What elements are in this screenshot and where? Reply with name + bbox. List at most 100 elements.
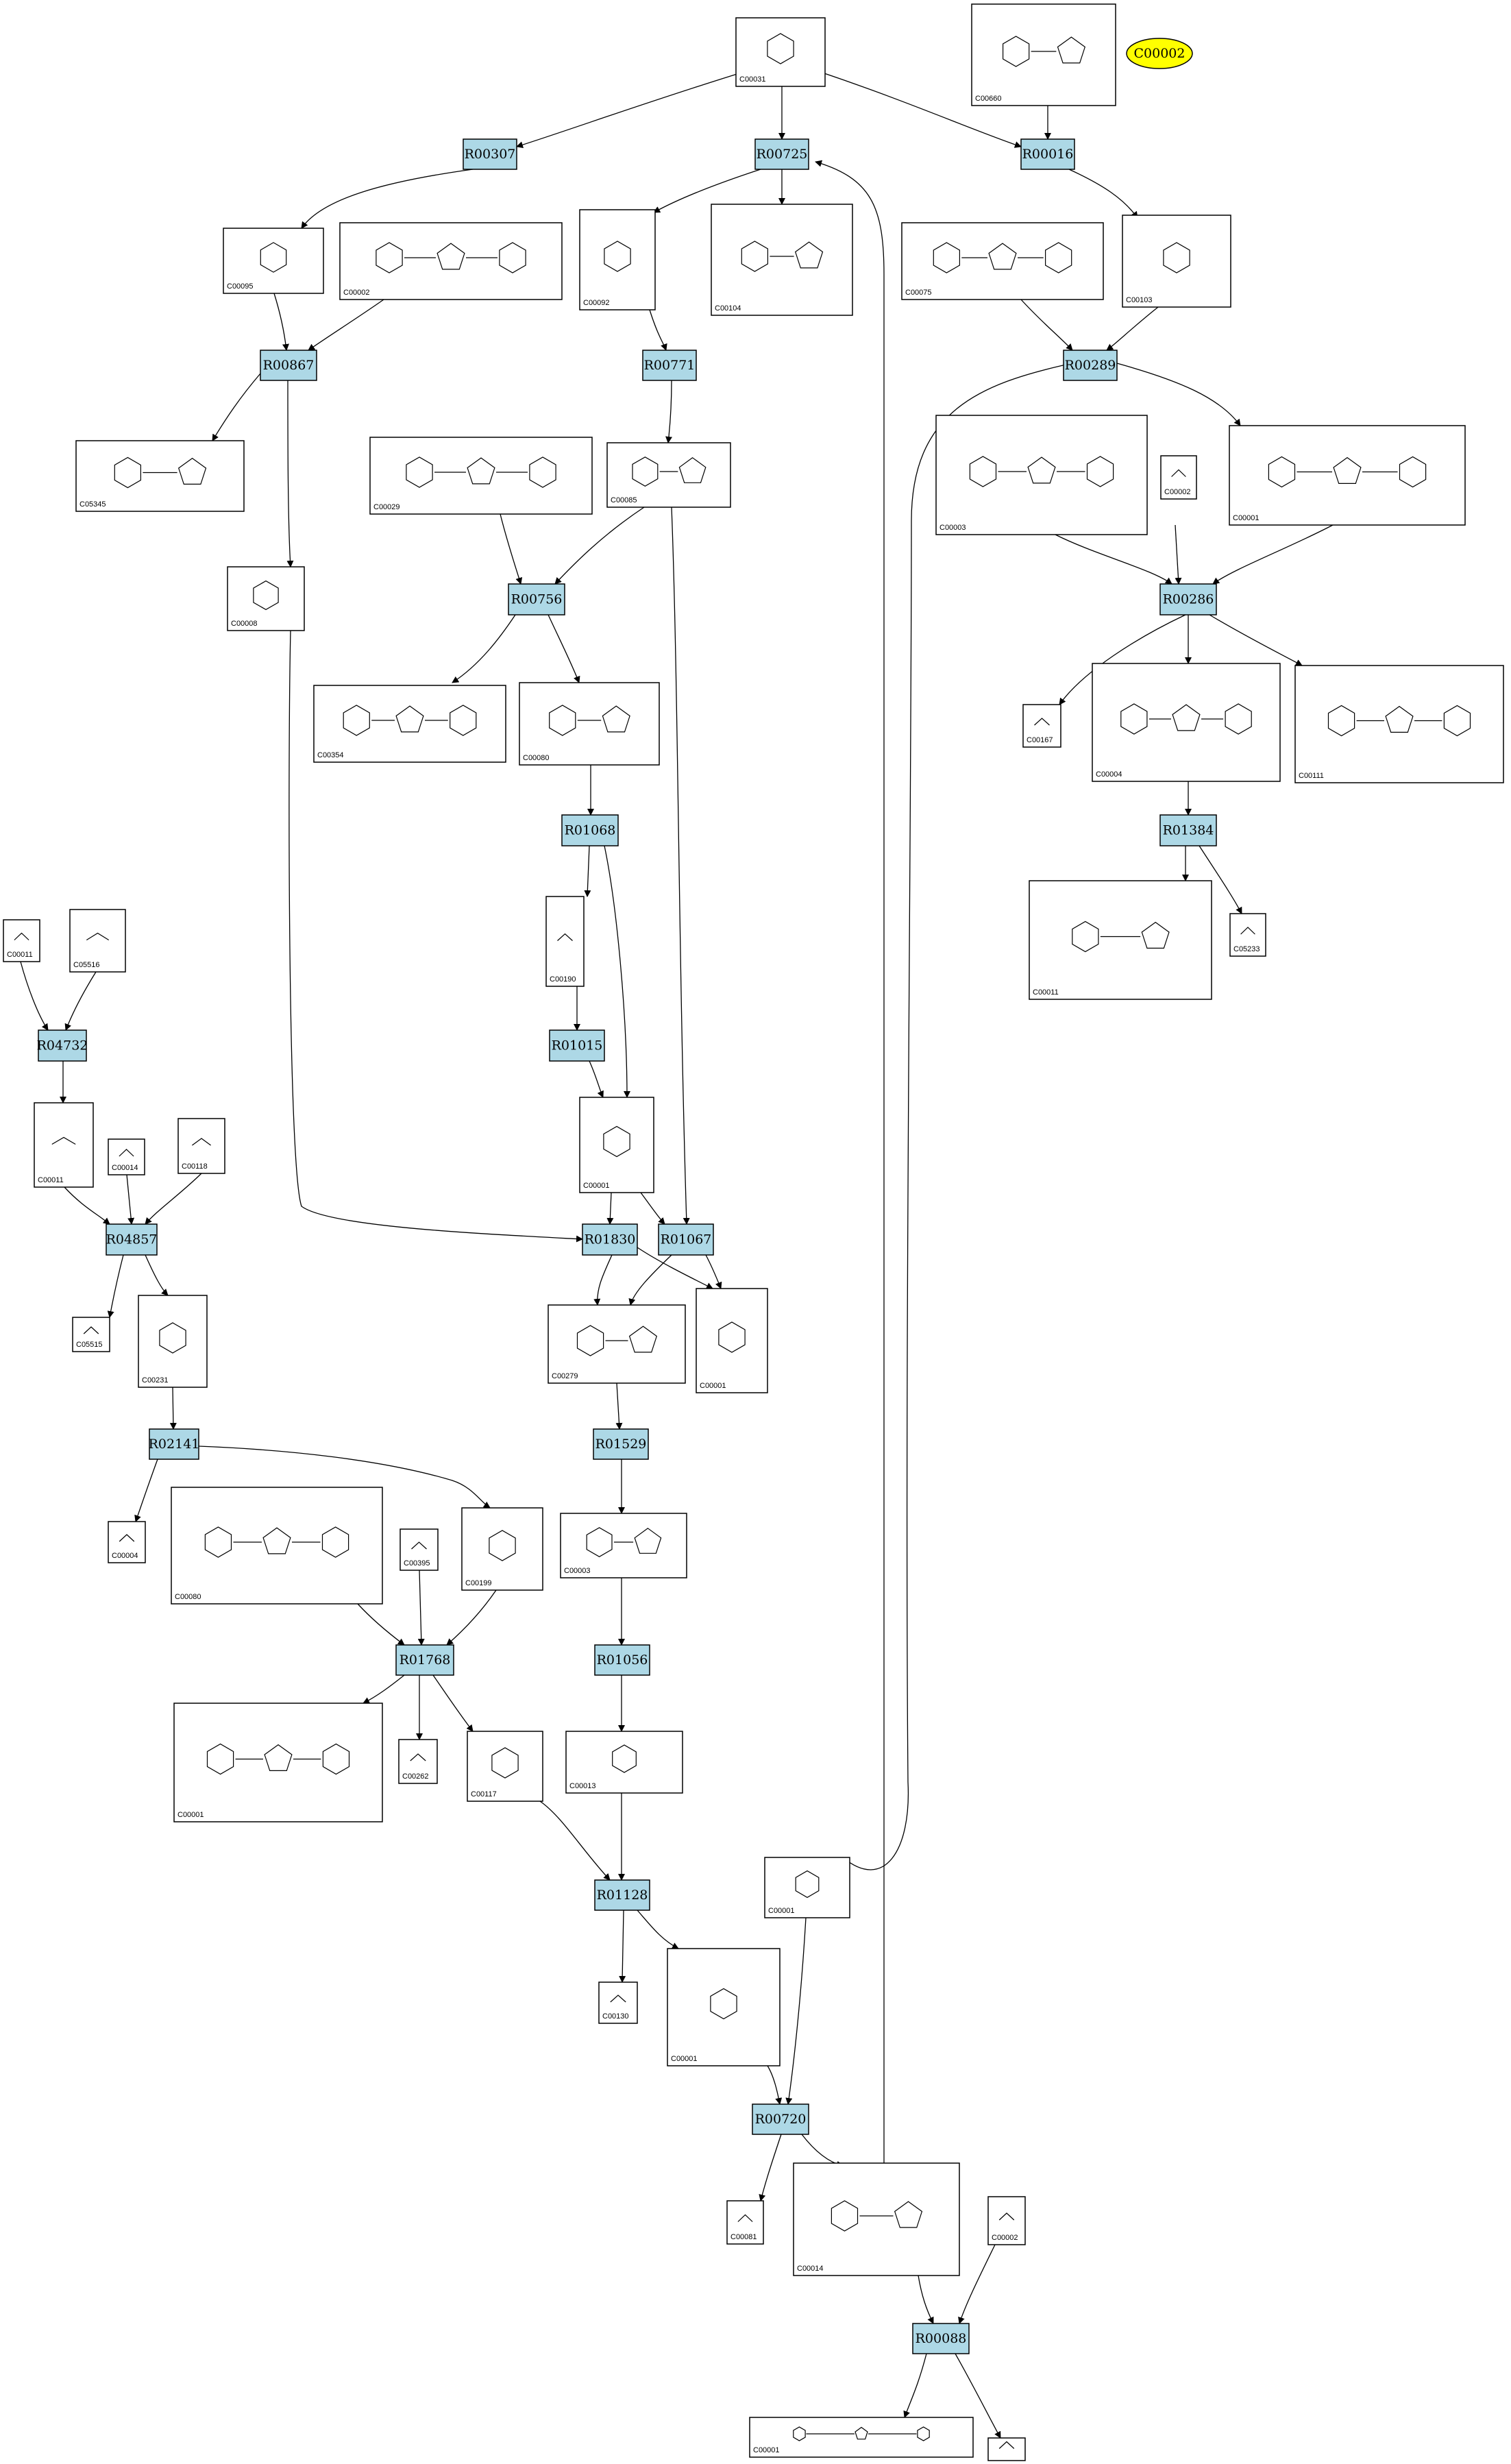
compound-node[interactable]: C00001 (667, 1948, 781, 2066)
compound-node[interactable]: C00199 (461, 1507, 543, 1591)
compound-node[interactable]: C00103 (1122, 215, 1231, 308)
compound-node[interactable]: C00001 (764, 1857, 850, 1918)
compound-node[interactable]: C00117 (467, 1731, 543, 1802)
compound-node[interactable]: C00001 (173, 1703, 383, 1822)
compound-node[interactable]: C00130 (598, 1981, 638, 2024)
reaction-node[interactable]: R00771 (642, 350, 697, 381)
highlight-label: C00002 (1134, 46, 1186, 61)
compound-node[interactable]: C00080 (519, 682, 660, 766)
highlight-compound[interactable]: C00002 (1126, 38, 1193, 69)
compound-node[interactable]: C00118 (177, 1118, 225, 1174)
compound-id: C05515 (76, 1341, 103, 1349)
reaction-node[interactable]: R01529 (593, 1428, 649, 1460)
compound-node[interactable]: C00001 (749, 2417, 974, 2458)
compound-node[interactable]: C00111 (1294, 665, 1504, 783)
compound-node[interactable]: C00001 (579, 1097, 654, 1193)
compound-node[interactable]: C00092 (579, 209, 656, 310)
compound-node[interactable]: C05233 (1229, 913, 1266, 957)
compound-id: C00002 (992, 2234, 1018, 2242)
compound-box (1092, 663, 1281, 782)
reaction-node[interactable]: R00088 (912, 2323, 970, 2354)
compound-node[interactable]: C00004 (108, 1521, 146, 1563)
compound-node[interactable]: C00095 (223, 228, 324, 294)
reaction-node[interactable]: R04732 (37, 1029, 88, 1062)
compound-node[interactable]: C00004 (1092, 663, 1281, 782)
edge-25 (1212, 524, 1334, 585)
reaction-id: R00286 (1163, 592, 1214, 607)
compound-node[interactable]: C05516 (69, 909, 126, 973)
compound-box (177, 1118, 225, 1174)
reaction-node[interactable]: R00307 (463, 138, 517, 170)
reaction-node[interactable]: R01768 (395, 1644, 454, 1676)
compound-id: C00104 (715, 304, 741, 313)
compound-node[interactable]: C00002 (339, 222, 563, 300)
compound-node[interactable]: C00014 (793, 2162, 960, 2276)
compound-node[interactable]: C00008 (227, 566, 305, 631)
compound-node[interactable] (987, 2437, 1026, 2461)
compound-box (369, 437, 593, 515)
reaction-node[interactable]: R00289 (1063, 350, 1118, 381)
edge-8 (273, 293, 289, 351)
reaction-node[interactable]: R00720 (752, 2103, 809, 2135)
edge-51 (705, 1254, 722, 1289)
compound-node[interactable]: C00080 (171, 1487, 383, 1605)
compound-node[interactable]: C00081 (726, 2200, 764, 2245)
reaction-node[interactable]: R00016 (1020, 138, 1075, 170)
compound-node[interactable]: C05515 (72, 1317, 110, 1352)
compound-node[interactable]: C00104 (711, 204, 853, 316)
reaction-box (752, 2103, 809, 2135)
compound-node[interactable]: C00002 (987, 2196, 1026, 2245)
reaction-node[interactable]: R00756 (508, 583, 565, 615)
reaction-box (1063, 350, 1118, 381)
compound-node[interactable]: C00001 (1229, 425, 1466, 526)
reaction-node[interactable]: R01830 (582, 1223, 638, 1256)
compound-node[interactable]: C00279 (548, 1304, 686, 1384)
compound-node[interactable]: C00029 (369, 437, 593, 515)
compound-node[interactable]: C00231 (138, 1295, 208, 1388)
compound-id: C00354 (317, 751, 344, 759)
reaction-node[interactable]: R01384 (1159, 814, 1217, 846)
compound-node[interactable]: C00262 (398, 1739, 438, 1784)
compound-node[interactable]: C00014 (108, 1138, 145, 1175)
reaction-box (1159, 583, 1217, 615)
compound-id: C00001 (753, 2446, 780, 2454)
edge-5 (653, 169, 761, 213)
compound-node[interactable]: C00085 (606, 442, 731, 508)
compound-node[interactable]: C00002 (1160, 455, 1197, 500)
compound-id: C00002 (1164, 488, 1191, 496)
reaction-node[interactable]: R00286 (1159, 583, 1217, 615)
reaction-node[interactable]: R02141 (149, 1428, 200, 1460)
reaction-node[interactable]: R01067 (658, 1223, 714, 1256)
compound-box (696, 1288, 768, 1393)
reaction-node[interactable]: R01056 (594, 1644, 650, 1676)
reaction-node[interactable]: R01068 (561, 814, 619, 846)
reaction-node[interactable]: R04857 (106, 1223, 158, 1256)
compound-node[interactable]: C00011 (34, 1102, 94, 1188)
compound-node[interactable]: C00075 (901, 222, 1104, 300)
edge-43 (288, 630, 583, 1243)
reaction-node[interactable]: R01015 (549, 1029, 605, 1062)
compound-node[interactable]: C00001 (696, 1288, 768, 1393)
edge-36 (589, 1060, 604, 1098)
compound-box (560, 1513, 687, 1578)
compound-node[interactable]: C00011 (3, 919, 40, 962)
compound-node[interactable]: C00167 (1022, 704, 1061, 748)
compound-id: C00008 (231, 620, 258, 628)
compound-node[interactable]: C00660 (971, 3, 1116, 106)
compound-node[interactable]: C00013 (565, 1731, 683, 1794)
reaction-node[interactable]: R01128 (594, 1879, 650, 1911)
compound-node[interactable]: C05345 (75, 440, 245, 512)
reaction-node[interactable]: R00725 (754, 138, 809, 170)
compound-node[interactable]: C00031 (735, 17, 826, 87)
compound-box (987, 2196, 1026, 2245)
compound-node[interactable]: C00395 (400, 1528, 439, 1571)
compound-node[interactable]: C00190 (545, 896, 585, 987)
compound-node[interactable]: C00003 (560, 1513, 687, 1578)
compound-node[interactable]: C00003 (935, 415, 1148, 535)
edge-38 (64, 971, 97, 1031)
compound-node[interactable]: C00011 (1029, 880, 1212, 1000)
compound-id: C00001 (1233, 514, 1260, 522)
reaction-node[interactable]: R00867 (260, 350, 317, 381)
compound-node[interactable]: C00354 (313, 685, 506, 763)
